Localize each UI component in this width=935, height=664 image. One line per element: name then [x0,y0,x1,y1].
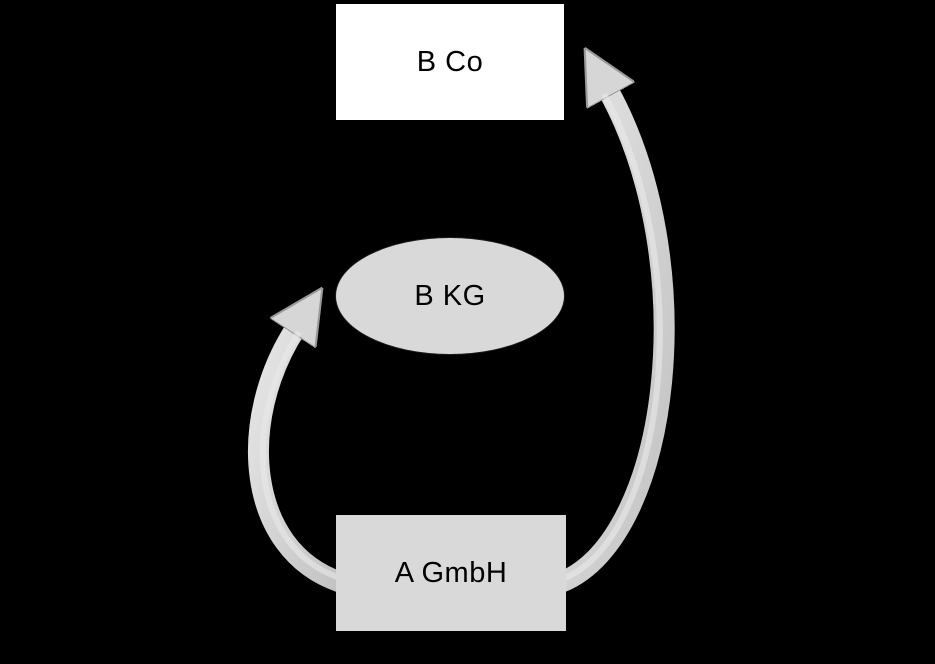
node-b-kg: B KG [335,237,565,355]
node-b-kg-label: B KG [414,279,486,312]
node-b-co-label: B Co [416,45,484,78]
node-a-gmbh-label: A GmbH [394,556,508,589]
node-a-gmbh: A GmbH [336,515,566,631]
arrow-a-gmbh-to-b-kg-highlight [259,330,341,581]
arrow-a-gmbh-to-b-co-highlight [563,92,663,581]
node-b-co: B Co [336,4,564,120]
arrow-a-gmbh-to-b-co [557,90,675,592]
arrow-a-gmbh-to-b-kg [247,328,344,592]
